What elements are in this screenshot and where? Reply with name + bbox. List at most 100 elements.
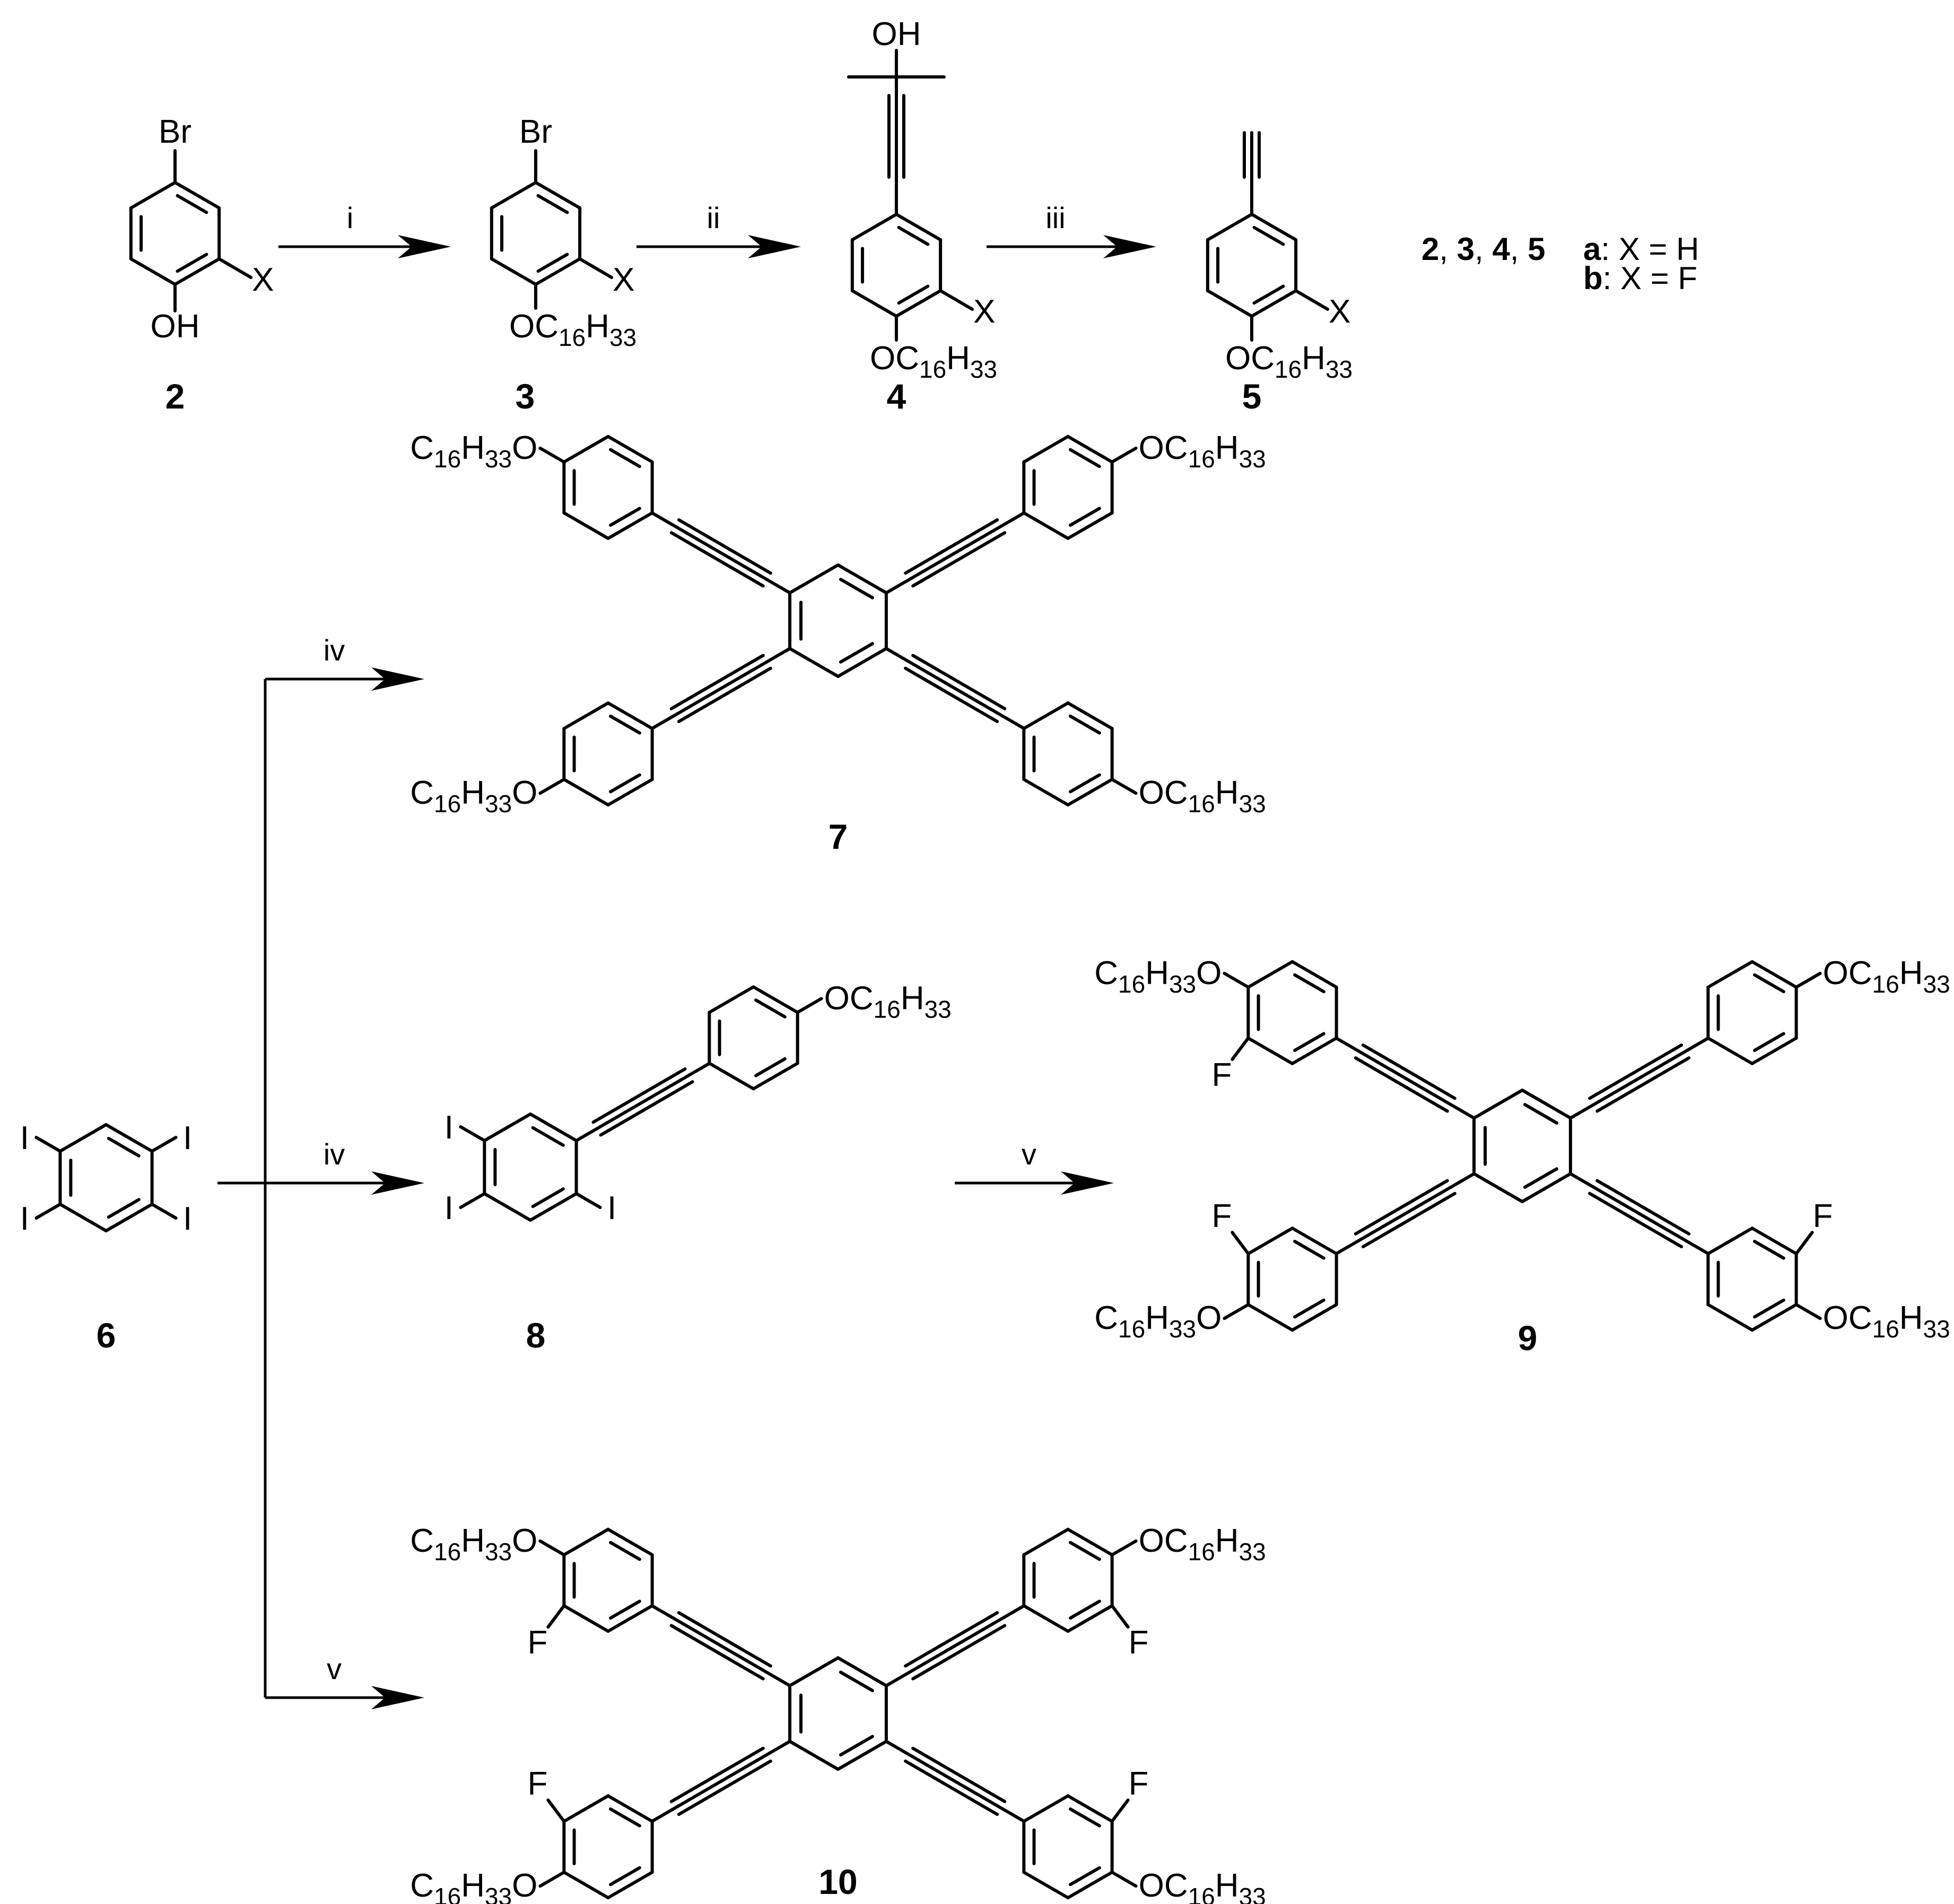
alkyne-bond	[673, 660, 769, 717]
benzene-ring	[534, 257, 582, 286]
alkyne-bond	[669, 531, 765, 588]
alkyne-bond	[911, 1746, 1007, 1803]
bond	[999, 1604, 1026, 1621]
bond	[1449, 1103, 1476, 1120]
alkoxy-chain-label: C16H33O	[410, 1523, 537, 1566]
aryl-ring	[1750, 1303, 1798, 1332]
legend-variant-a: a: X = H	[1583, 231, 1699, 267]
benzene-ring	[531, 1187, 565, 1209]
alkyne-bond	[911, 1624, 1007, 1681]
alkyne-bond	[673, 1753, 769, 1810]
bond	[546, 1604, 566, 1629]
hydroxy-label: OH	[872, 16, 921, 53]
bond	[538, 1871, 566, 1888]
bond	[538, 446, 566, 464]
aryl-ring	[1022, 511, 1070, 540]
aryl-ring	[708, 1062, 755, 1091]
bond	[1794, 1303, 1822, 1320]
legend-sep: ,	[1510, 231, 1528, 267]
central-benzene-ring	[836, 1656, 888, 1688]
aryl-ring	[1753, 1032, 1785, 1053]
aryl-ring	[1706, 1227, 1754, 1256]
iodo-label: I	[607, 1190, 616, 1227]
hydroxy-label: OH	[151, 308, 200, 345]
aryl-ring	[1293, 973, 1325, 994]
bond	[999, 511, 1026, 528]
legend-num-3: 3	[1457, 231, 1475, 267]
bond	[1223, 1303, 1250, 1320]
alkoxy-chain-label: C16H33O	[410, 1867, 537, 1904]
reaction-arrow-iii	[1103, 235, 1156, 258]
benzene-ring	[173, 181, 221, 210]
bond	[150, 1203, 178, 1220]
bond	[1449, 1172, 1476, 1189]
fluoro-label: F	[1129, 1766, 1149, 1802]
reaction-arrow-v-to-9	[1061, 1171, 1114, 1195]
alkoxy-chain-label: C16H33O	[1094, 955, 1222, 998]
aryl-ring	[1069, 1807, 1101, 1828]
aryl-ring	[1290, 960, 1338, 989]
central-benzene-ring	[1472, 1172, 1524, 1203]
reaction-arrow-iv-to-8	[371, 1171, 424, 1195]
benzene-ring	[176, 194, 208, 214]
alkoxy-chain-label: OC16H33	[824, 980, 952, 1023]
benzene-ring	[897, 284, 930, 305]
aryl-ring	[1066, 1527, 1114, 1557]
central-benzene-ring	[1472, 1089, 1524, 1120]
benzene-ring	[483, 1112, 532, 1142]
alkoxy-chain-label: OC16H33	[1139, 775, 1266, 818]
bond	[650, 1806, 677, 1823]
bond	[884, 1671, 911, 1688]
alkyne-bond	[673, 1618, 769, 1674]
iodo-label: I	[183, 1201, 192, 1237]
benzene-ring	[58, 1203, 108, 1232]
legend-compound-numbers: 2, 3, 4, 5	[1421, 231, 1546, 267]
fluoro-label: F	[527, 1766, 547, 1802]
bond	[34, 1136, 62, 1153]
alkoxy-chain-label: OC16H33	[1139, 1523, 1266, 1566]
bond	[765, 1671, 792, 1688]
bond	[884, 578, 911, 595]
aryl-ring	[1293, 1298, 1325, 1319]
bond	[765, 1740, 792, 1757]
aryl-ring	[1290, 1036, 1338, 1065]
aryl-ring	[1022, 1794, 1070, 1823]
bond	[1334, 1036, 1361, 1054]
compound-label-8: 8	[526, 1316, 546, 1355]
legend-variant-b: b: X = F	[1583, 260, 1697, 296]
alkoxy-chain-label: OC16H33	[1225, 340, 1353, 383]
bond	[1568, 1172, 1595, 1189]
benzene-ring	[897, 225, 930, 246]
alkoxy-chain-label: C16H33O	[1094, 1300, 1222, 1343]
aryl-ring	[1069, 1541, 1101, 1561]
aryl-ring	[1066, 511, 1114, 540]
compound-label-3: 3	[516, 377, 535, 416]
alkyne-bond	[1595, 1056, 1691, 1113]
benzene-ring	[850, 289, 898, 318]
aryl-ring	[1246, 1036, 1294, 1065]
x-substituent-label: X	[973, 293, 995, 330]
alkyne-bond	[904, 518, 999, 575]
central-benzene-ring	[836, 1740, 888, 1771]
bond	[459, 1125, 486, 1142]
aryl-ring	[1069, 714, 1101, 735]
aryl-ring	[1069, 1866, 1101, 1886]
aryl-ring	[1246, 1303, 1294, 1332]
bond	[1110, 1798, 1130, 1823]
aryl-ring	[1066, 701, 1114, 731]
fluoro-label: F	[527, 1624, 547, 1661]
alkyne-bond	[904, 1611, 999, 1668]
aryl-ring	[606, 701, 654, 731]
aryl-ring	[1069, 773, 1101, 794]
alkyne-bond	[1595, 1179, 1691, 1236]
aryl-ring	[1022, 778, 1070, 807]
alkyne-bond	[904, 1759, 999, 1816]
bond	[1683, 1036, 1710, 1054]
aryl-ring	[752, 985, 799, 1014]
compound-label-6: 6	[97, 1316, 116, 1355]
aryl-ring	[1246, 1227, 1294, 1256]
aryl-ring	[606, 778, 654, 807]
alkoxy-chain-label: OC16H33	[1139, 1867, 1266, 1904]
benzene-ring	[1206, 213, 1253, 241]
